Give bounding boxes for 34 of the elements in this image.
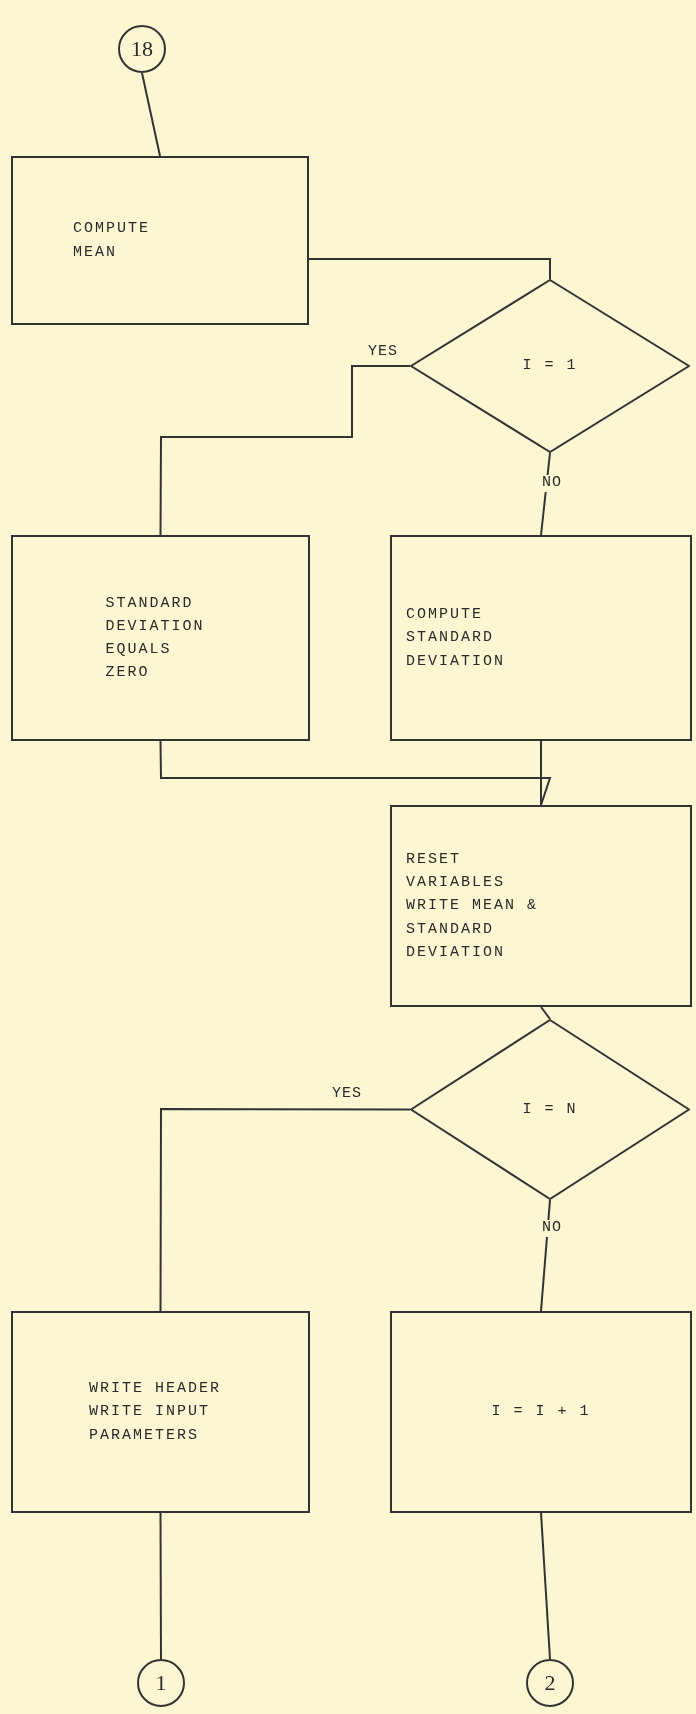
node-text: COMPUTE MEAN — [73, 219, 151, 263]
connector-line — [159, 740, 552, 806]
connector-line — [308, 258, 551, 280]
connector-line — [540, 740, 542, 806]
node-text: 1 — [155, 1668, 167, 1697]
connector-line — [159, 1108, 411, 1312]
process-box — [390, 805, 692, 1007]
node-text: STANDARD DEVIATION EQUALS ZERO — [105, 593, 206, 684]
connector-line — [159, 365, 411, 536]
process-box — [390, 1311, 692, 1513]
node-text: 2 — [544, 1668, 556, 1697]
connector-line — [540, 1199, 551, 1312]
edge-label: NO — [540, 1220, 564, 1237]
connector-line — [141, 72, 161, 157]
node-text: I = 1 — [522, 356, 578, 377]
connector-circle — [118, 25, 166, 73]
edge-label: NO — [540, 475, 564, 492]
node-text: I = I + 1 — [490, 1402, 592, 1423]
node-text: COMPUTE STANDARD DEVIATION — [406, 605, 506, 672]
connector-line — [540, 1006, 551, 1020]
process-box — [390, 535, 692, 741]
process-box — [11, 1311, 310, 1513]
node-text: 18 — [131, 34, 153, 63]
connector-line — [159, 1512, 162, 1660]
process-box — [11, 156, 309, 325]
node-text: RESET VARIABLES WRITE MEAN & STANDARD DEVIATION — [406, 849, 540, 963]
node-text: I = N — [522, 1099, 578, 1120]
connector-line — [540, 1512, 551, 1660]
connector-circle — [137, 1659, 185, 1707]
decision-diamond — [410, 279, 690, 453]
process-box — [11, 535, 310, 741]
connector-circle — [526, 1659, 574, 1707]
node-text: WRITE HEADER WRITE INPUT PARAMETERS — [89, 1379, 223, 1446]
decision-diamond — [410, 1019, 690, 1200]
